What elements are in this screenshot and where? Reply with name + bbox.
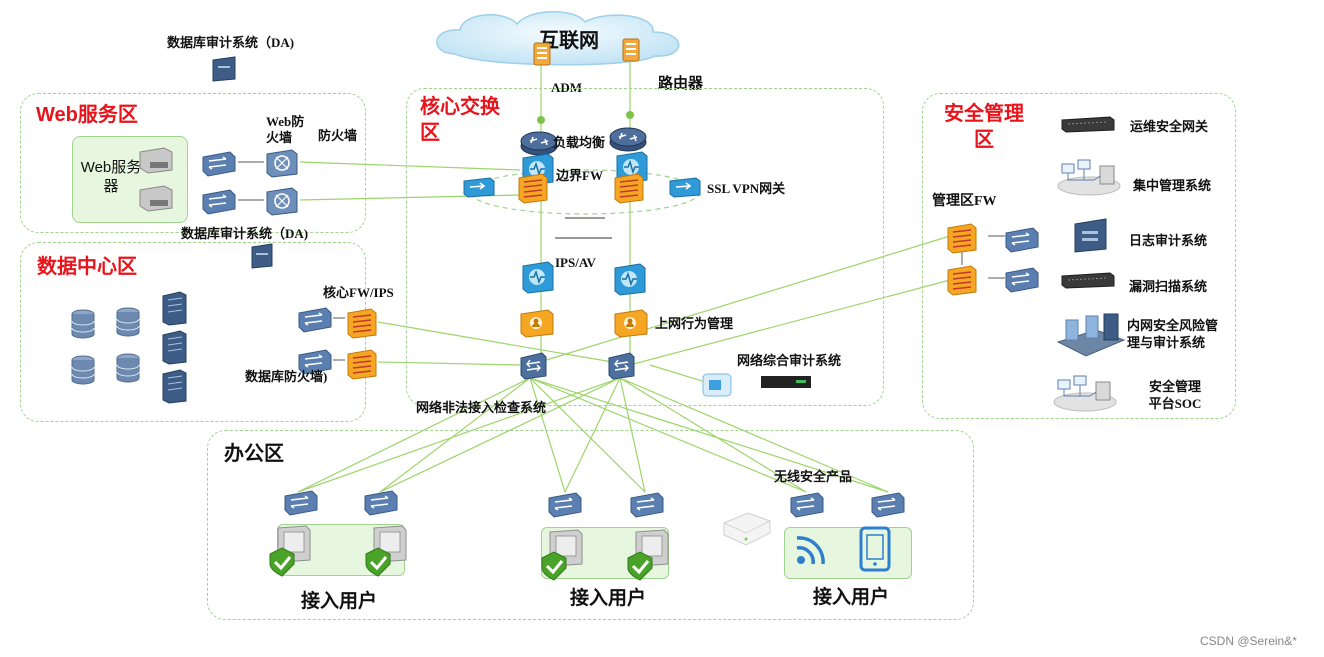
load-balancer-label: 负载均衡	[553, 135, 606, 150]
wifi-icon	[796, 536, 825, 565]
central-mgmt-icon	[1057, 159, 1121, 196]
ips-av-icon	[522, 261, 554, 294]
core-fw-ips-label: 核心FW/IPS	[323, 285, 394, 300]
watermark: CSDN @Serein&*	[1200, 634, 1297, 648]
database-icon	[71, 309, 95, 339]
audit-box-icon	[702, 373, 732, 397]
ssl-vpn-icon	[463, 177, 495, 198]
access-user-label: 接入用户	[813, 587, 890, 608]
database-icon	[116, 353, 140, 383]
web-server-icon	[139, 185, 173, 212]
adm-device-icon	[533, 42, 551, 66]
security-zone-title: 安全管理区	[944, 103, 1024, 151]
tablet-icon	[859, 526, 891, 572]
core-firewall-icon	[347, 308, 377, 339]
wireless-user-group	[784, 527, 912, 579]
access-switch-icon	[284, 490, 318, 516]
secured-pc-icon	[268, 524, 312, 578]
database-icon	[116, 307, 140, 337]
illegal-access-label: 网络非法接入检查系统	[416, 400, 547, 415]
ops-gateway-icon	[1061, 116, 1115, 133]
border-firewall-icon	[614, 173, 644, 204]
rack-server-icon	[162, 330, 187, 365]
access-user-label: 接入用户	[570, 588, 647, 609]
ips-av-icon	[614, 263, 646, 296]
db-firewall-icon	[347, 349, 377, 380]
office-zone-title: 办公区	[224, 443, 284, 465]
web-firewall-icon	[266, 149, 298, 178]
behavior-mgmt-icon	[520, 309, 554, 338]
security-item-label: 内网安全风险管理与审计系统	[1127, 318, 1219, 350]
uplink-port-icon	[537, 116, 545, 124]
web-server-label: Web服务器	[80, 159, 142, 195]
ssl-vpn-label: SSL VPN网关	[707, 181, 786, 196]
mgmt-firewall-icon	[947, 223, 977, 254]
secured-pc-icon	[364, 524, 408, 578]
web-server-icon	[139, 147, 173, 174]
db-audit-server-icon	[212, 56, 236, 82]
network-audit-appliance-icon	[761, 376, 811, 388]
core-switch-icon	[520, 352, 547, 380]
access-switch-icon	[871, 492, 905, 518]
wireless-label: 无线安全产品	[774, 469, 853, 484]
switch-icon	[1005, 267, 1039, 293]
router-device-icon	[622, 38, 640, 62]
ips-av-label: IPS/AV	[555, 255, 596, 270]
web-zone	[20, 93, 366, 233]
firewall-label: 防火墙	[318, 128, 358, 143]
access-switch-icon	[790, 492, 824, 518]
border-fw-label: 边界FW	[556, 168, 603, 183]
db-audit-server-icon	[251, 243, 273, 269]
uplink-port-icon	[626, 111, 634, 119]
vuln-scan-icon	[1061, 272, 1115, 289]
risk-mgmt-system-icon	[1056, 313, 1126, 357]
adm-label: ADM	[551, 80, 583, 95]
security-item-label: 安全管理平台SOC	[1148, 379, 1202, 411]
internet-cloud-icon	[436, 11, 680, 66]
rack-server-icon	[162, 291, 187, 326]
ssl-vpn-icon	[669, 177, 701, 198]
wireless-ap-icon	[723, 512, 771, 546]
soc-platform-icon	[1053, 375, 1117, 412]
security-item-label: 漏洞扫描系统	[1129, 279, 1208, 294]
office-zone	[207, 430, 974, 620]
datacenter-zone-title: 数据中心区	[37, 256, 137, 278]
secured-pc-icon	[540, 528, 584, 582]
internet-label: 互联网	[539, 30, 599, 52]
database-icon	[71, 355, 95, 385]
mgmt-firewall-icon	[947, 265, 977, 296]
border-firewall-icon	[518, 173, 548, 204]
core-switch-icon	[608, 352, 635, 380]
core-zone-title: 核心交换区	[420, 96, 500, 144]
web-zone-title: Web服务区	[36, 104, 138, 126]
switch-icon	[1005, 227, 1039, 253]
access-switch-icon	[364, 490, 398, 516]
router-label: 路由器	[658, 75, 704, 92]
web-db-audit-label: 数据库审计系统（DA)	[181, 226, 309, 241]
switch-icon	[298, 307, 332, 333]
network-audit-label: 网络综合审计系统	[737, 353, 842, 368]
rack-server-icon	[162, 369, 187, 404]
security-zone	[922, 93, 1236, 419]
web-firewall-label: Web防火墙	[266, 114, 305, 145]
switch-icon	[202, 189, 236, 215]
security-item-label: 日志审计系统	[1129, 233, 1208, 248]
top-db-audit-label: 数据库审计系统（DA)	[167, 35, 295, 50]
behavior-mgmt-label: 上网行为管理	[655, 316, 734, 331]
web-firewall-icon	[266, 187, 298, 216]
access-switch-icon	[630, 492, 664, 518]
access-user-label: 接入用户	[301, 591, 378, 612]
core-zone	[406, 88, 884, 406]
switch-icon	[202, 151, 236, 177]
access-switch-icon	[548, 492, 582, 518]
security-item-label: 集中管理系统	[1133, 178, 1212, 193]
log-audit-server-icon	[1074, 218, 1107, 253]
mgmt-fw-label: 管理区FW	[932, 194, 997, 209]
security-item-label: 运维安全网关	[1130, 119, 1209, 134]
db-firewall-label: 数据库防火墙)	[245, 369, 328, 384]
secured-pc-icon	[626, 528, 670, 582]
behavior-mgmt-icon	[614, 309, 648, 338]
